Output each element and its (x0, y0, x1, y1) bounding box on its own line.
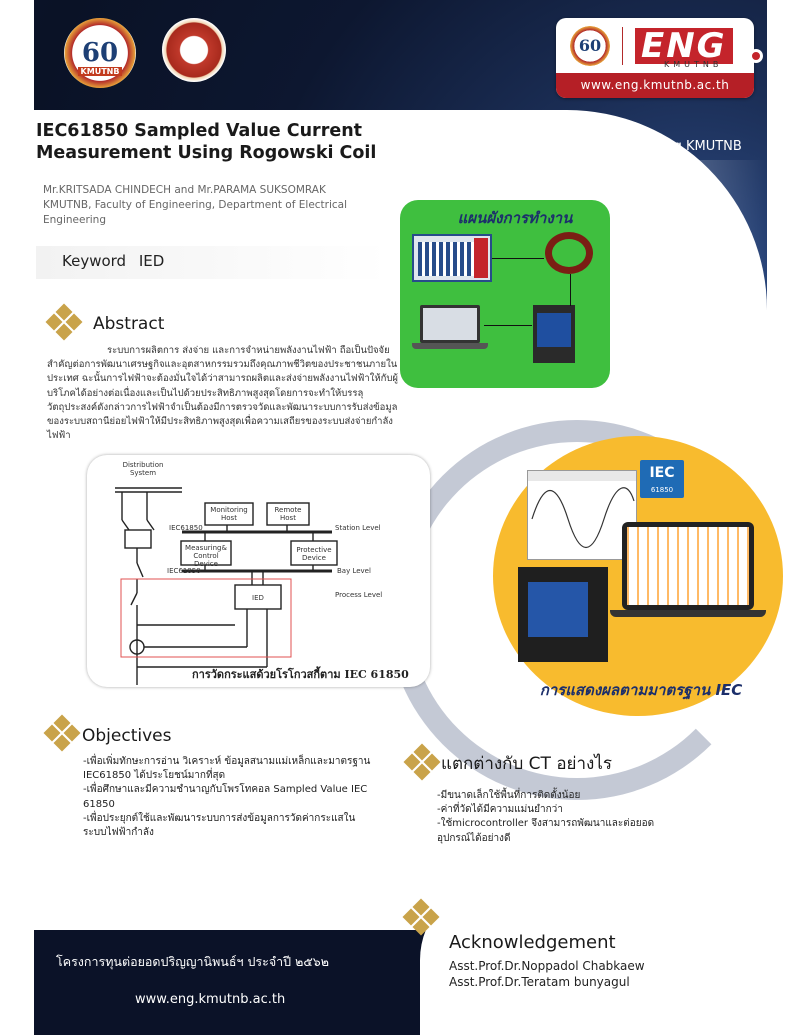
objective-item: -เพื่อประยุกต์ใช้และพัฒนาระบบการส่งข้อมู… (83, 812, 356, 839)
iec-logo-sub: 61850 (650, 486, 674, 494)
result-laptop-base (610, 610, 766, 617)
eng-banner: 60 ENG KMUTNB www.eng.kmutnb.ac.th (556, 18, 754, 98)
eng-word: ENG (635, 27, 733, 64)
difference-heading: แตกต่างกับ CT อย่างไร (441, 754, 613, 774)
abstract-heading: Abstract (93, 314, 165, 334)
eng-divider (622, 26, 623, 65)
page-title: IEC61850 Sampled Value Current Measureme… (36, 121, 377, 163)
label-process-level: Process Level (335, 591, 383, 599)
keyword: Keyword IED (62, 252, 165, 270)
waveform-screen-image (527, 470, 637, 560)
acknowledgement-heading: Acknowledgement (449, 932, 616, 953)
label-iec61850-bottom: IEC61850 (167, 567, 201, 575)
label-protective-device: Protective Device (296, 546, 332, 562)
objective-item: -เพื่อเพิ่มทักษะการอ่าน วิเคราะห์ ข้อมูล… (83, 756, 371, 782)
difference-item: -ใช้microcontroller จึงสามารถพัฒนาและต่อ… (437, 818, 655, 844)
relay-test-set-image (412, 234, 492, 282)
label-bay-level: Bay Level (337, 567, 371, 575)
label-distribution-system: Distribution System (122, 461, 164, 477)
diagram-lines (115, 487, 338, 685)
logo-60-sub: KMUTNB (77, 67, 123, 76)
diamond-icon (45, 303, 83, 341)
difference-item: -มีขนาดเล็กใช้พื้นที่การติดตั้งน้อย (437, 790, 581, 801)
label-station-level: Station Level (335, 524, 381, 532)
difference-list: -มีขนาดเล็กใช้พื้นที่การติดตั้งน้อย -ค่า… (437, 789, 677, 846)
plan-box (400, 200, 610, 388)
label-remote-host: Remote Host (274, 506, 302, 522)
result-controller-image (518, 567, 608, 662)
diamond-icon (43, 714, 81, 752)
arrow-coil-box (570, 274, 571, 306)
label-monitoring-host: Monitoring Host (210, 506, 248, 522)
objectives-list: -เพื่อเพิ่มทักษะการอ่าน วิเคราะห์ ข้อมูล… (83, 755, 373, 840)
ack-name: Asst.Prof.Dr.Noppadol Chabkaew (449, 959, 645, 973)
rogowski-coil-image (545, 232, 593, 274)
acknowledgement-names: Asst.Prof.Dr.Noppadol Chabkaew Asst.Prof… (449, 958, 645, 990)
acknowledgement-panel (420, 880, 767, 1035)
footer-url: www.eng.kmutnb.ac.th (135, 992, 286, 1007)
label-iec61850-top: IEC61850 (169, 524, 203, 532)
eng-sub: KMUTNB (664, 60, 723, 69)
iec-61850-logo: IEC 61850 (640, 460, 684, 498)
eng-banner-top: 60 ENG (556, 18, 754, 73)
eng-60-logo: 60 (570, 25, 610, 66)
waveform-svg (528, 471, 636, 549)
objectives-heading: Objectives (82, 726, 172, 746)
red-dot (749, 49, 763, 63)
difference-item: -ค่าที่วัดได้มีความแม่นยำกว่า (437, 804, 563, 816)
result-title: การแสดงผลตามมาตรฐาน IEC (539, 681, 743, 699)
eng-url: www.eng.kmutnb.ac.th (556, 73, 754, 98)
faculty-label: Faculty of Engineering KMUTNB (537, 139, 742, 154)
keyword-box (36, 246, 388, 279)
arrow-box-laptop (484, 325, 532, 326)
diamond-icon (402, 898, 440, 936)
result-laptop-image (622, 522, 754, 610)
kmutnb-60-logo: 60 KMUTNB (64, 18, 136, 88)
arrow-relay-coil (492, 258, 544, 259)
funding-text: โครงการทุนต่อยอดปริญญานิพนธ์ฯ ประจำปี ๒๕… (56, 954, 329, 969)
diamond-icon (403, 743, 441, 781)
laptop-base (412, 343, 488, 349)
authors: Mr.KRITSADA CHINDECH and Mr.PARAMA SUKSO… (43, 184, 348, 226)
logo-60-text: 60 (81, 38, 119, 68)
plan-title: แผนผังการทำงาน (457, 209, 573, 227)
laptop-image (420, 305, 480, 343)
objective-item: -เพื่อศึกษาและมีความชำนาญกับโพรโทคอล Sam… (83, 784, 368, 810)
abstract-text: ระบบการผลิตการ ส่งจ่าย และการจำหน่ายพลัง… (47, 345, 398, 442)
label-measuring-control: Measuring& Control Device (185, 544, 227, 568)
kmutnb-seal-logo (162, 18, 226, 82)
controller-box-image (533, 305, 575, 363)
ack-name: Asst.Prof.Dr.Teratam bunyagul (449, 975, 630, 989)
iec-logo-text: IEC (649, 465, 675, 481)
diagram-caption: การวัดกระแสด้วยโรโกวสกี้ตาม IEC 61850 (192, 668, 409, 681)
label-ied: IED (252, 594, 264, 602)
substation-diagram: Distribution System Monitoring Host Remo… (87, 455, 430, 687)
